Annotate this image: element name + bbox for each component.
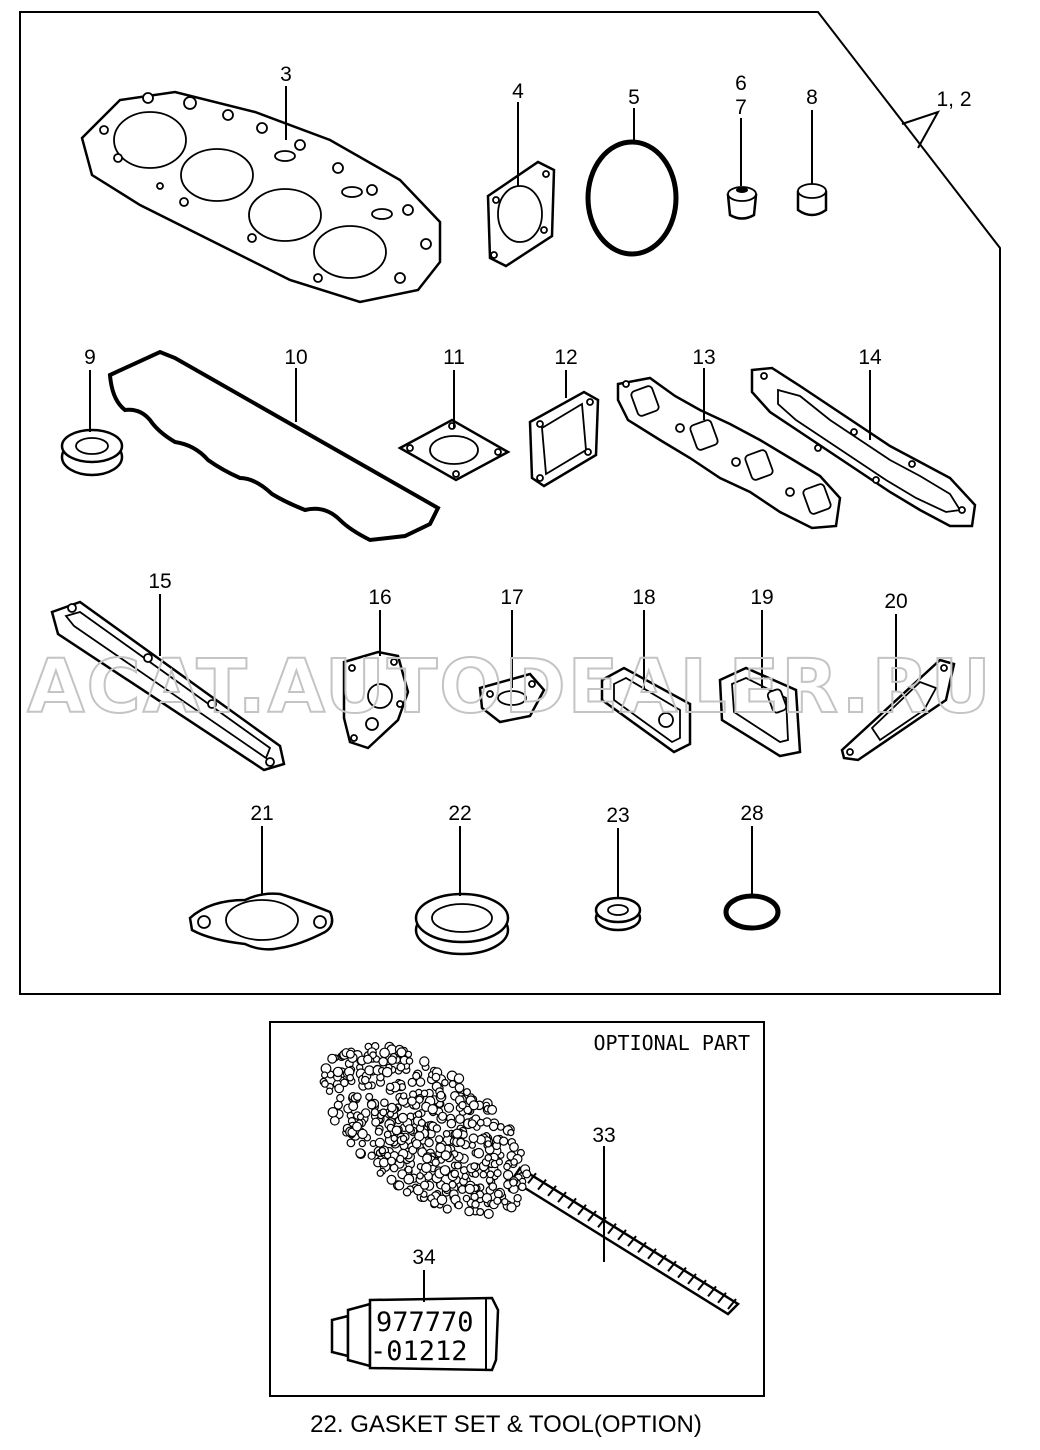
callout-9: 9: [84, 346, 96, 369]
callout-labels: 3 4 5 6 7 8 1, 2 9 10 11 12 13 14 15 16 …: [84, 63, 971, 827]
callout-14: 14: [858, 346, 882, 369]
part-13-exhaust-manifold-gasket[interactable]: [616, 376, 842, 530]
part-17-small-gasket[interactable]: [478, 672, 546, 724]
callout-5: 5: [628, 86, 640, 109]
callout-11: 11: [443, 346, 465, 369]
part-14-intake-manifold-gasket[interactable]: [750, 366, 977, 528]
callout-34: 34: [412, 1246, 436, 1269]
part-4-flange-gasket[interactable]: [486, 160, 556, 268]
callout-3: 3: [280, 63, 292, 86]
watermark: ACAT.AUTODEALER.RU: [27, 644, 992, 730]
part-34-sealant-tube[interactable]: 977770 -01212: [330, 1296, 500, 1372]
callout-22: 22: [448, 802, 471, 825]
part-18-cover-gasket[interactable]: [600, 666, 692, 754]
part-33-cleaning-brush[interactable]: [319, 1041, 740, 1316]
optional-part-panel: [269, 1021, 765, 1397]
part-6-7-valve-seal[interactable]: [726, 186, 758, 220]
brush-bristles: [319, 1041, 532, 1220]
callout-28: 28: [740, 802, 763, 825]
page-title: 22. GASKET SET & TOOL(OPTION): [310, 1411, 702, 1438]
callout-1-2: 1, 2: [936, 88, 971, 111]
callout-19: 19: [750, 586, 773, 609]
callout-17: 17: [500, 586, 523, 609]
callout-13: 13: [692, 346, 715, 369]
part-16-pump-gasket[interactable]: [342, 650, 410, 750]
part-23-small-washer[interactable]: [594, 896, 642, 932]
part-22-thick-washer[interactable]: [414, 892, 510, 956]
part-10-head-cover-gasket[interactable]: [107, 349, 441, 543]
tube-code-line1: 977770: [376, 1307, 474, 1338]
main-frame: [19, 11, 1001, 995]
tube-code-line2: -01212: [370, 1336, 468, 1367]
part-8-seal[interactable]: [796, 183, 828, 217]
callout-8: 8: [806, 86, 818, 109]
callout-6: 6: [735, 72, 747, 95]
optional-part-label: OPTIONAL PART: [593, 1031, 750, 1055]
part-12-thermostat-gasket[interactable]: [528, 390, 600, 488]
part-20-plate-gasket[interactable]: [840, 658, 956, 762]
callout-16: 16: [368, 586, 391, 609]
part-15-long-gasket[interactable]: [50, 600, 286, 772]
part-3-head-gasket[interactable]: [80, 90, 442, 304]
callout-4: 4: [512, 80, 524, 103]
callout-20: 20: [884, 590, 907, 613]
optional-leader-lines: [423, 1146, 605, 1302]
part-11-square-gasket[interactable]: [397, 418, 511, 482]
callout-18: 18: [632, 586, 655, 609]
callout-10: 10: [284, 346, 307, 369]
part-5-o-ring[interactable]: [585, 139, 679, 257]
callout-15: 15: [148, 570, 171, 593]
part-28-o-ring[interactable]: [723, 893, 781, 931]
callout-12: 12: [554, 346, 577, 369]
callout-23: 23: [606, 804, 629, 827]
callout-21: 21: [250, 802, 273, 825]
part-9-washer[interactable]: [60, 428, 124, 477]
callout-7: 7: [735, 96, 747, 119]
leader-lines: [89, 86, 897, 898]
part-21-oval-flange-gasket[interactable]: [188, 892, 334, 951]
set-callout-leader: [901, 110, 941, 149]
part-19-oil-cooler-gasket[interactable]: [718, 666, 802, 758]
callout-33: 33: [592, 1124, 615, 1147]
